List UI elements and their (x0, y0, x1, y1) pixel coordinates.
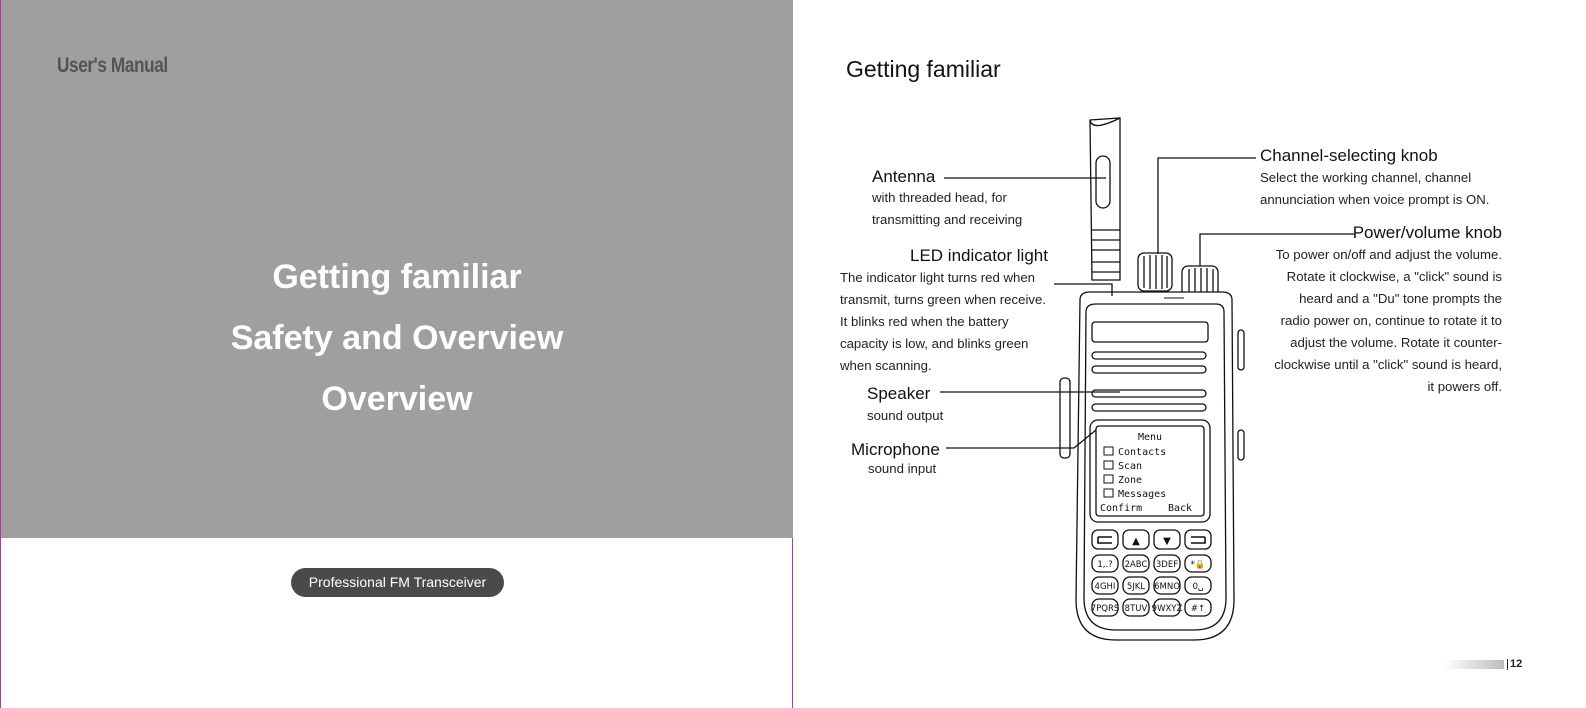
led-desc: The indicator light turns red when trans… (840, 270, 1046, 373)
led-leader (1054, 283, 1113, 296)
toc-item-overview: Overview (321, 380, 473, 418)
key-5: 5JKL (1127, 582, 1145, 592)
key-up: ▲ (1132, 536, 1140, 547)
channel-knob-shape (1137, 252, 1173, 292)
speaker-desc: sound output (867, 408, 944, 423)
key-star: *🔒 (1191, 559, 1206, 570)
power-knob-label: Power/volume knob (1352, 223, 1502, 242)
channel-knob-label: Channel-selecting knob (1260, 146, 1438, 165)
key-6: 6MNO (1154, 582, 1180, 592)
manual-title: User's Manual (57, 54, 168, 77)
antenna-shape (1089, 117, 1121, 281)
toc-item-safety: Safety and Overview (230, 319, 564, 357)
key-4: 4GHI (1095, 582, 1116, 592)
channel-knob-leader (1157, 157, 1256, 254)
right-page: Getting familiar (794, 0, 1586, 708)
key-down: ▼ (1163, 536, 1171, 547)
power-knob-desc: To power on/off and adjust the volume. R… (1274, 247, 1502, 394)
speaker-label: Speaker (867, 384, 931, 403)
microphone-label: Microphone (851, 440, 940, 459)
display-frame (1089, 419, 1211, 523)
page-heading: Getting familiar (846, 56, 1001, 82)
antenna-desc: with threaded head, for transmitting and… (872, 190, 1023, 227)
screen-item-contacts: Contacts (1118, 447, 1166, 458)
channel-knob-desc: Select the working channel, channel annu… (1260, 170, 1490, 207)
screen-back: Back (1168, 503, 1192, 514)
radio-illustration: ▲ ▼ 1,.? 2ABC 3DEF *🔒 4GHI 5JKL 6MNO 0␣ … (940, 117, 1354, 641)
led-label: LED indicator light (910, 246, 1048, 265)
cover-panel: User's Manual Getting familiar Safety an… (1, 0, 793, 538)
page-number-gradient (1444, 660, 1504, 669)
microphone-leader (946, 429, 1097, 449)
product-badge: Professional FM Transceiver (291, 568, 504, 597)
antenna-label: Antenna (872, 167, 936, 186)
key-2: 2ABC (1125, 560, 1148, 570)
key-8: 8TUV (1125, 604, 1148, 614)
led-window (1091, 321, 1209, 343)
screen-item-messages: Messages (1118, 489, 1166, 500)
microphone-desc: sound input (868, 461, 937, 476)
left-page: User's Manual Getting familiar Safety an… (0, 0, 793, 708)
key-0: 0␣ (1193, 582, 1204, 592)
key-9: 9WXYZ (1152, 604, 1183, 614)
toc-item-getting-familiar: Getting familiar (272, 258, 522, 296)
screen-item-zone: Zone (1118, 475, 1142, 486)
page-number: 12 (1510, 658, 1523, 670)
screen-title: Menu (1138, 432, 1162, 443)
key-7: 7PQRS (1091, 604, 1120, 614)
screen-confirm: Confirm (1100, 503, 1142, 514)
key-hash: #↑ (1191, 604, 1205, 614)
key-1: 1,.? (1097, 560, 1112, 570)
key-3: 3DEF (1156, 560, 1178, 570)
power-knob-leader (1199, 233, 1354, 266)
radio-body (1075, 291, 1235, 641)
page-number-divider (1507, 659, 1508, 670)
screen-item-scan: Scan (1118, 461, 1142, 472)
